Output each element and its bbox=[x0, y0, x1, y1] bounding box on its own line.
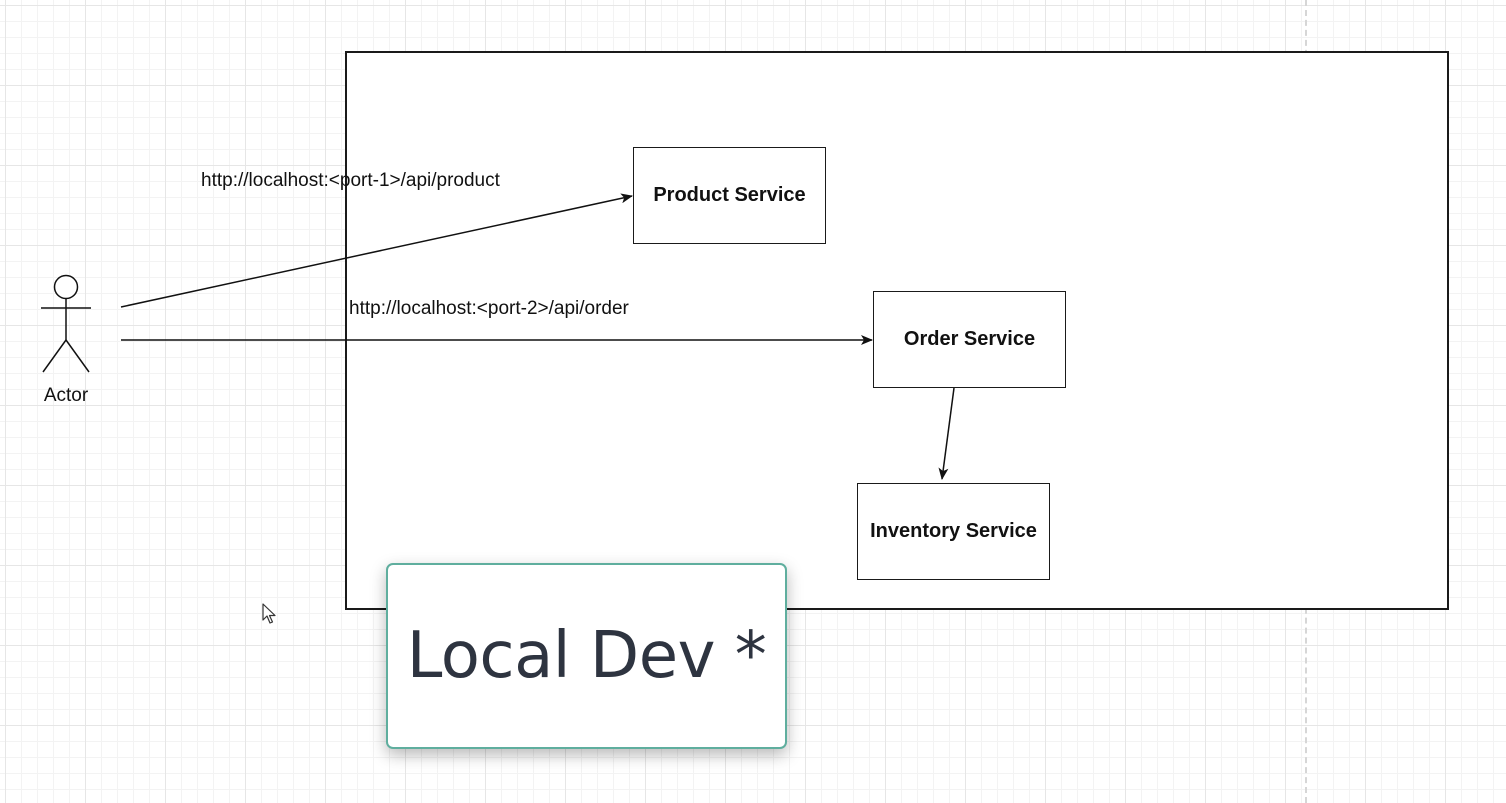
title-card: Local Dev * bbox=[386, 563, 787, 749]
edge-label-order-url[interactable]: http://localhost:<port-2>/api/order bbox=[349, 298, 629, 319]
edge-label-product-url[interactable]: http://localhost:<port-1>/api/product bbox=[201, 170, 500, 191]
title-card-text: Local Dev * bbox=[406, 619, 767, 693]
order-service-box[interactable]: Order Service bbox=[873, 291, 1066, 388]
stick-figure-icon[interactable] bbox=[38, 272, 94, 376]
product-service-label: Product Service bbox=[653, 184, 806, 206]
order-service-label: Order Service bbox=[903, 328, 1036, 350]
inventory-service-box[interactable]: Inventory Service bbox=[857, 483, 1050, 580]
product-service-box[interactable]: Product Service bbox=[633, 147, 826, 244]
inventory-service-label: Inventory Service bbox=[870, 520, 1037, 542]
actor-label: Actor bbox=[43, 385, 89, 406]
mouse-pointer-icon bbox=[262, 603, 276, 624]
